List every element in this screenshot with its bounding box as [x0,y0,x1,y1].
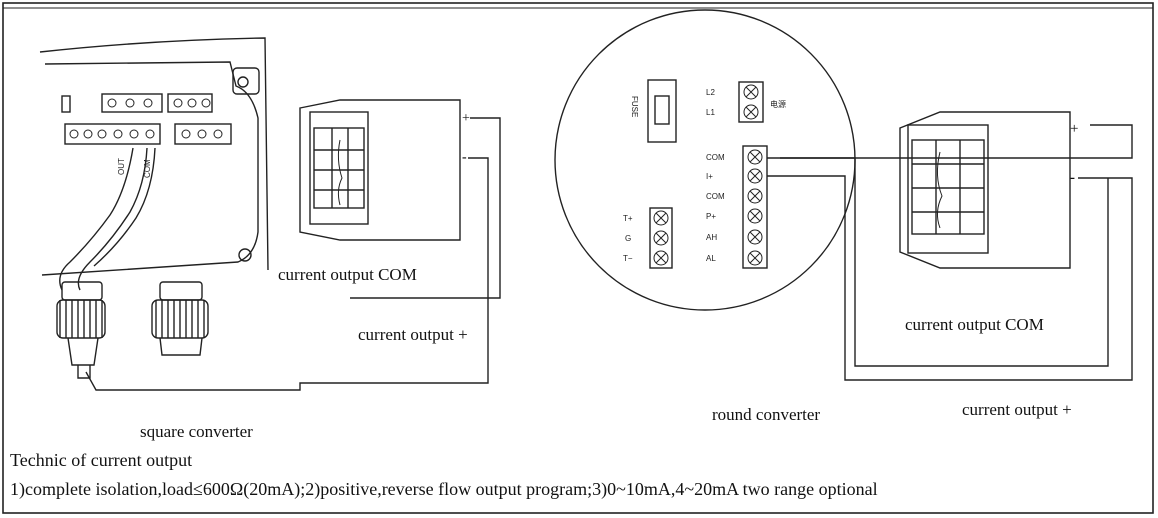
term-com-2-label: COM [706,192,725,201]
square-converter-drawing [39,37,501,391]
square-terminal-screws [69,98,223,139]
left-meter-icon [299,99,461,241]
left-meter-minus: - [462,150,467,165]
round-terminal-screws [653,84,763,266]
square-terminal-com-label: COM [143,159,152,178]
power-l1-label: L1 [706,108,715,117]
term-g-label: G [625,234,631,243]
right-com-label: current output COM [905,315,1044,334]
term-al-label: AL [706,254,716,263]
term-t-minus-label: T− [623,254,633,263]
term-i-plus-label: I+ [706,172,713,181]
fuse-label: FUSE [630,96,639,117]
round-converter-label: round converter [712,405,820,424]
square-converter-label: square converter [140,422,253,441]
term-com-1-label: COM [706,153,725,162]
left-plus-label: current output + [358,325,468,344]
term-t-plus-label: T+ [623,214,633,223]
power-l2-label: L2 [706,88,715,97]
left-meter-plus: + [462,111,470,126]
right-meter-plus: + [1070,121,1078,137]
right-plus-label: current output + [962,400,1072,419]
term-p-plus-label: P+ [706,212,716,221]
left-com-label: current output COM [278,265,417,284]
footer-body: 1)complete isolation,load≤600Ω(20mA);2)p… [10,479,878,500]
round-converter-drawing [554,9,1133,381]
term-ah-label: AH [706,233,717,242]
power-label: 电源 [770,99,786,109]
right-meter-minus: - [1070,170,1075,186]
footer-title: Technic of current output [10,450,192,470]
square-terminal-out-label: OUT [117,158,126,175]
right-meter-icon [899,111,1071,269]
